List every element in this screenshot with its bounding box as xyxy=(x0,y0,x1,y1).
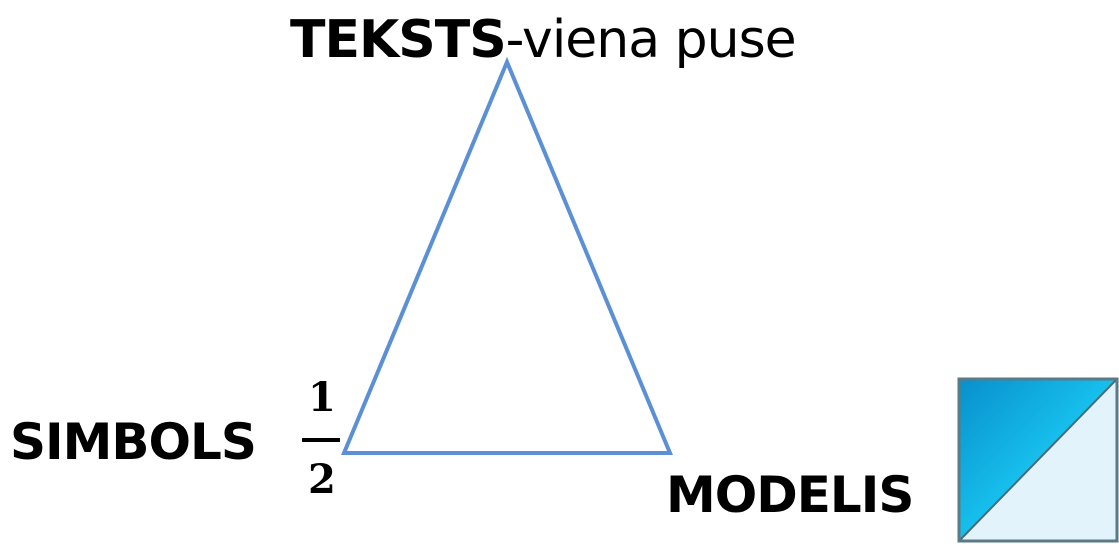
model-square-border xyxy=(957,377,1119,543)
fraction-denominator: 2 xyxy=(308,456,336,503)
fraction-bar xyxy=(302,438,340,442)
text-concept-suffix: -viena puse xyxy=(505,10,797,70)
fraction-symbol: 1 2 xyxy=(300,378,346,518)
symbol-concept-label: SIMBOLS xyxy=(10,413,257,471)
concept-triangle xyxy=(340,56,674,455)
half-shaded-square-icon xyxy=(957,377,1119,543)
fraction-numerator: 1 xyxy=(308,374,336,421)
top-vertex-label: TEKSTS-viena puse xyxy=(290,14,797,66)
text-concept-bold: TEKSTS xyxy=(290,10,507,70)
model-concept-label: MODELIS xyxy=(666,466,914,524)
model-square-diagonal xyxy=(959,379,1117,541)
